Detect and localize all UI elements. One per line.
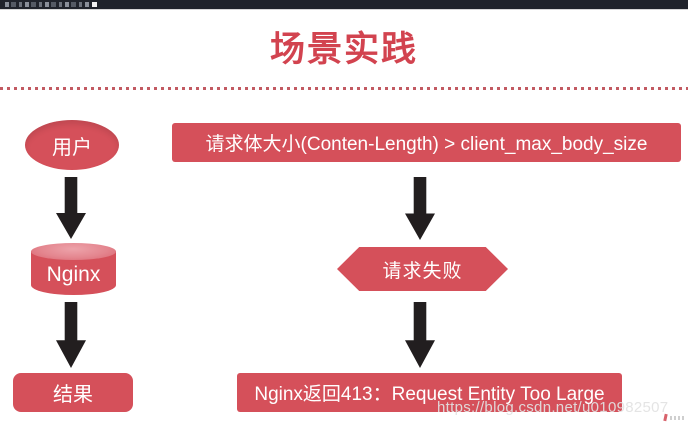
corner-gray-dots xyxy=(670,416,684,420)
titlebar-text-marks xyxy=(5,2,89,7)
response-label: Nginx返回413：Request Entity Too Large xyxy=(254,384,605,405)
result-label: 结果 xyxy=(53,384,93,406)
titlebar-cursor-mark xyxy=(92,2,97,7)
result-box-node: 结果 xyxy=(13,373,133,412)
cylinder-top xyxy=(31,243,116,260)
user-ellipse-node: 用户 xyxy=(25,120,119,170)
arrow-down-icon xyxy=(56,177,86,239)
window-titlebar xyxy=(0,0,688,10)
nginx-label: Nginx xyxy=(46,263,101,286)
failure-label: 请求失败 xyxy=(382,260,463,282)
arrow-down-icon xyxy=(56,302,86,368)
arrow-down-icon xyxy=(405,177,435,240)
corner-artifact xyxy=(663,413,684,422)
failure-hexagon-node: 请求失败 xyxy=(337,247,508,291)
watermark-url: https://blog.csdn.net/u010982507 xyxy=(437,399,669,416)
response-box-node: Nginx返回413：Request Entity Too Large xyxy=(237,373,622,412)
condition-label: 请求体大小(Conten-Length) > client_max_body_s… xyxy=(205,134,648,155)
arrow-down-icon xyxy=(405,302,435,368)
user-label: 用户 xyxy=(52,136,92,159)
nginx-cylinder-node: Nginx xyxy=(31,243,116,295)
corner-red-tick xyxy=(663,413,668,422)
dashed-divider xyxy=(0,87,688,90)
page-title: 场景实践 xyxy=(269,30,418,69)
condition-box-node: 请求体大小(Conten-Length) > client_max_body_s… xyxy=(172,123,681,162)
